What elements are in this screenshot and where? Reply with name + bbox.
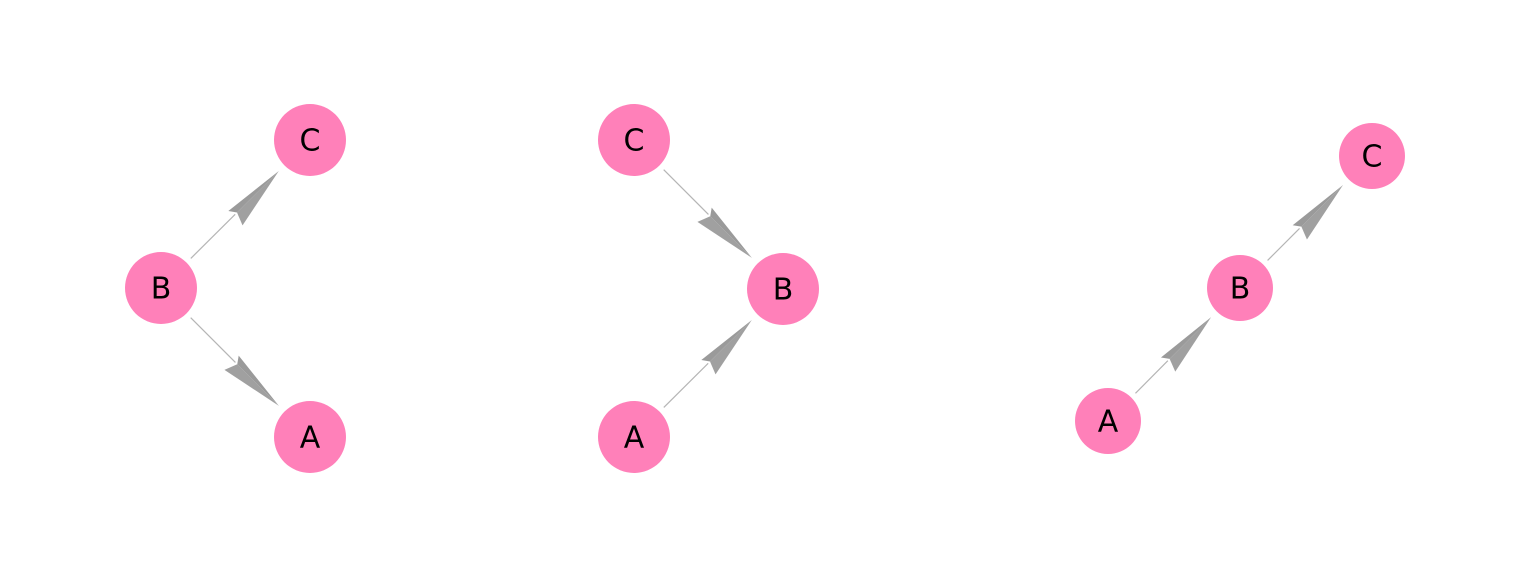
arrowhead-facet xyxy=(1169,317,1212,372)
edge-tail xyxy=(663,169,709,215)
node-a[interactable]: A xyxy=(598,401,670,473)
node-label: C xyxy=(300,124,321,159)
arrowhead-facet xyxy=(224,364,279,406)
arrowhead-facet xyxy=(237,355,279,406)
arrowhead-facet xyxy=(710,320,752,375)
node-circle[interactable] xyxy=(598,401,670,473)
edge-tail xyxy=(663,362,709,408)
middle-graph: C B A xyxy=(598,104,819,473)
node-circle[interactable] xyxy=(1207,255,1273,321)
node-label: B xyxy=(151,272,172,307)
node-a[interactable]: A xyxy=(1075,388,1141,454)
node-circle[interactable] xyxy=(125,252,197,324)
edge-a-to-b xyxy=(1135,317,1212,394)
arrowhead-facet xyxy=(1301,184,1344,240)
arrowhead-facet xyxy=(697,216,752,258)
edge-tail xyxy=(190,317,236,363)
arrowhead-facet xyxy=(1292,184,1344,227)
node-a[interactable]: A xyxy=(274,401,346,473)
node-b[interactable]: B xyxy=(1207,255,1273,321)
edge-b-to-c xyxy=(1267,184,1344,261)
arrowhead-facet xyxy=(237,171,279,226)
arrowhead-facet xyxy=(1160,317,1212,359)
node-c[interactable]: C xyxy=(598,104,670,176)
edge-tail xyxy=(1267,228,1300,261)
node-label: C xyxy=(624,124,645,159)
node-circle[interactable] xyxy=(598,104,670,176)
node-label: A xyxy=(1098,405,1119,440)
node-b[interactable]: B xyxy=(747,253,819,325)
edge-b-to-a xyxy=(190,317,279,406)
node-circle[interactable] xyxy=(747,253,819,325)
node-label: B xyxy=(1230,272,1251,307)
edge-tail xyxy=(190,213,236,259)
right-graph: A B C xyxy=(1075,123,1405,454)
node-c[interactable]: C xyxy=(1339,123,1405,189)
node-label: A xyxy=(300,421,321,456)
edge-tail xyxy=(1135,360,1169,394)
node-circle[interactable] xyxy=(1075,388,1141,454)
node-circle[interactable] xyxy=(1339,123,1405,189)
edge-a-to-b xyxy=(663,320,752,408)
node-label: B xyxy=(773,273,794,308)
node-b[interactable]: B xyxy=(125,252,197,324)
arrowhead-facet xyxy=(710,207,752,258)
edge-b-to-c xyxy=(190,171,279,259)
left-graph: B C A xyxy=(125,104,346,473)
node-circle[interactable] xyxy=(274,104,346,176)
node-c[interactable]: C xyxy=(274,104,346,176)
node-label: A xyxy=(624,421,645,456)
arrowhead-facet xyxy=(701,320,752,362)
edge-c-to-b xyxy=(663,169,752,258)
node-circle[interactable] xyxy=(274,401,346,473)
node-label: C xyxy=(1362,140,1383,175)
arrowhead-facet xyxy=(228,171,279,213)
